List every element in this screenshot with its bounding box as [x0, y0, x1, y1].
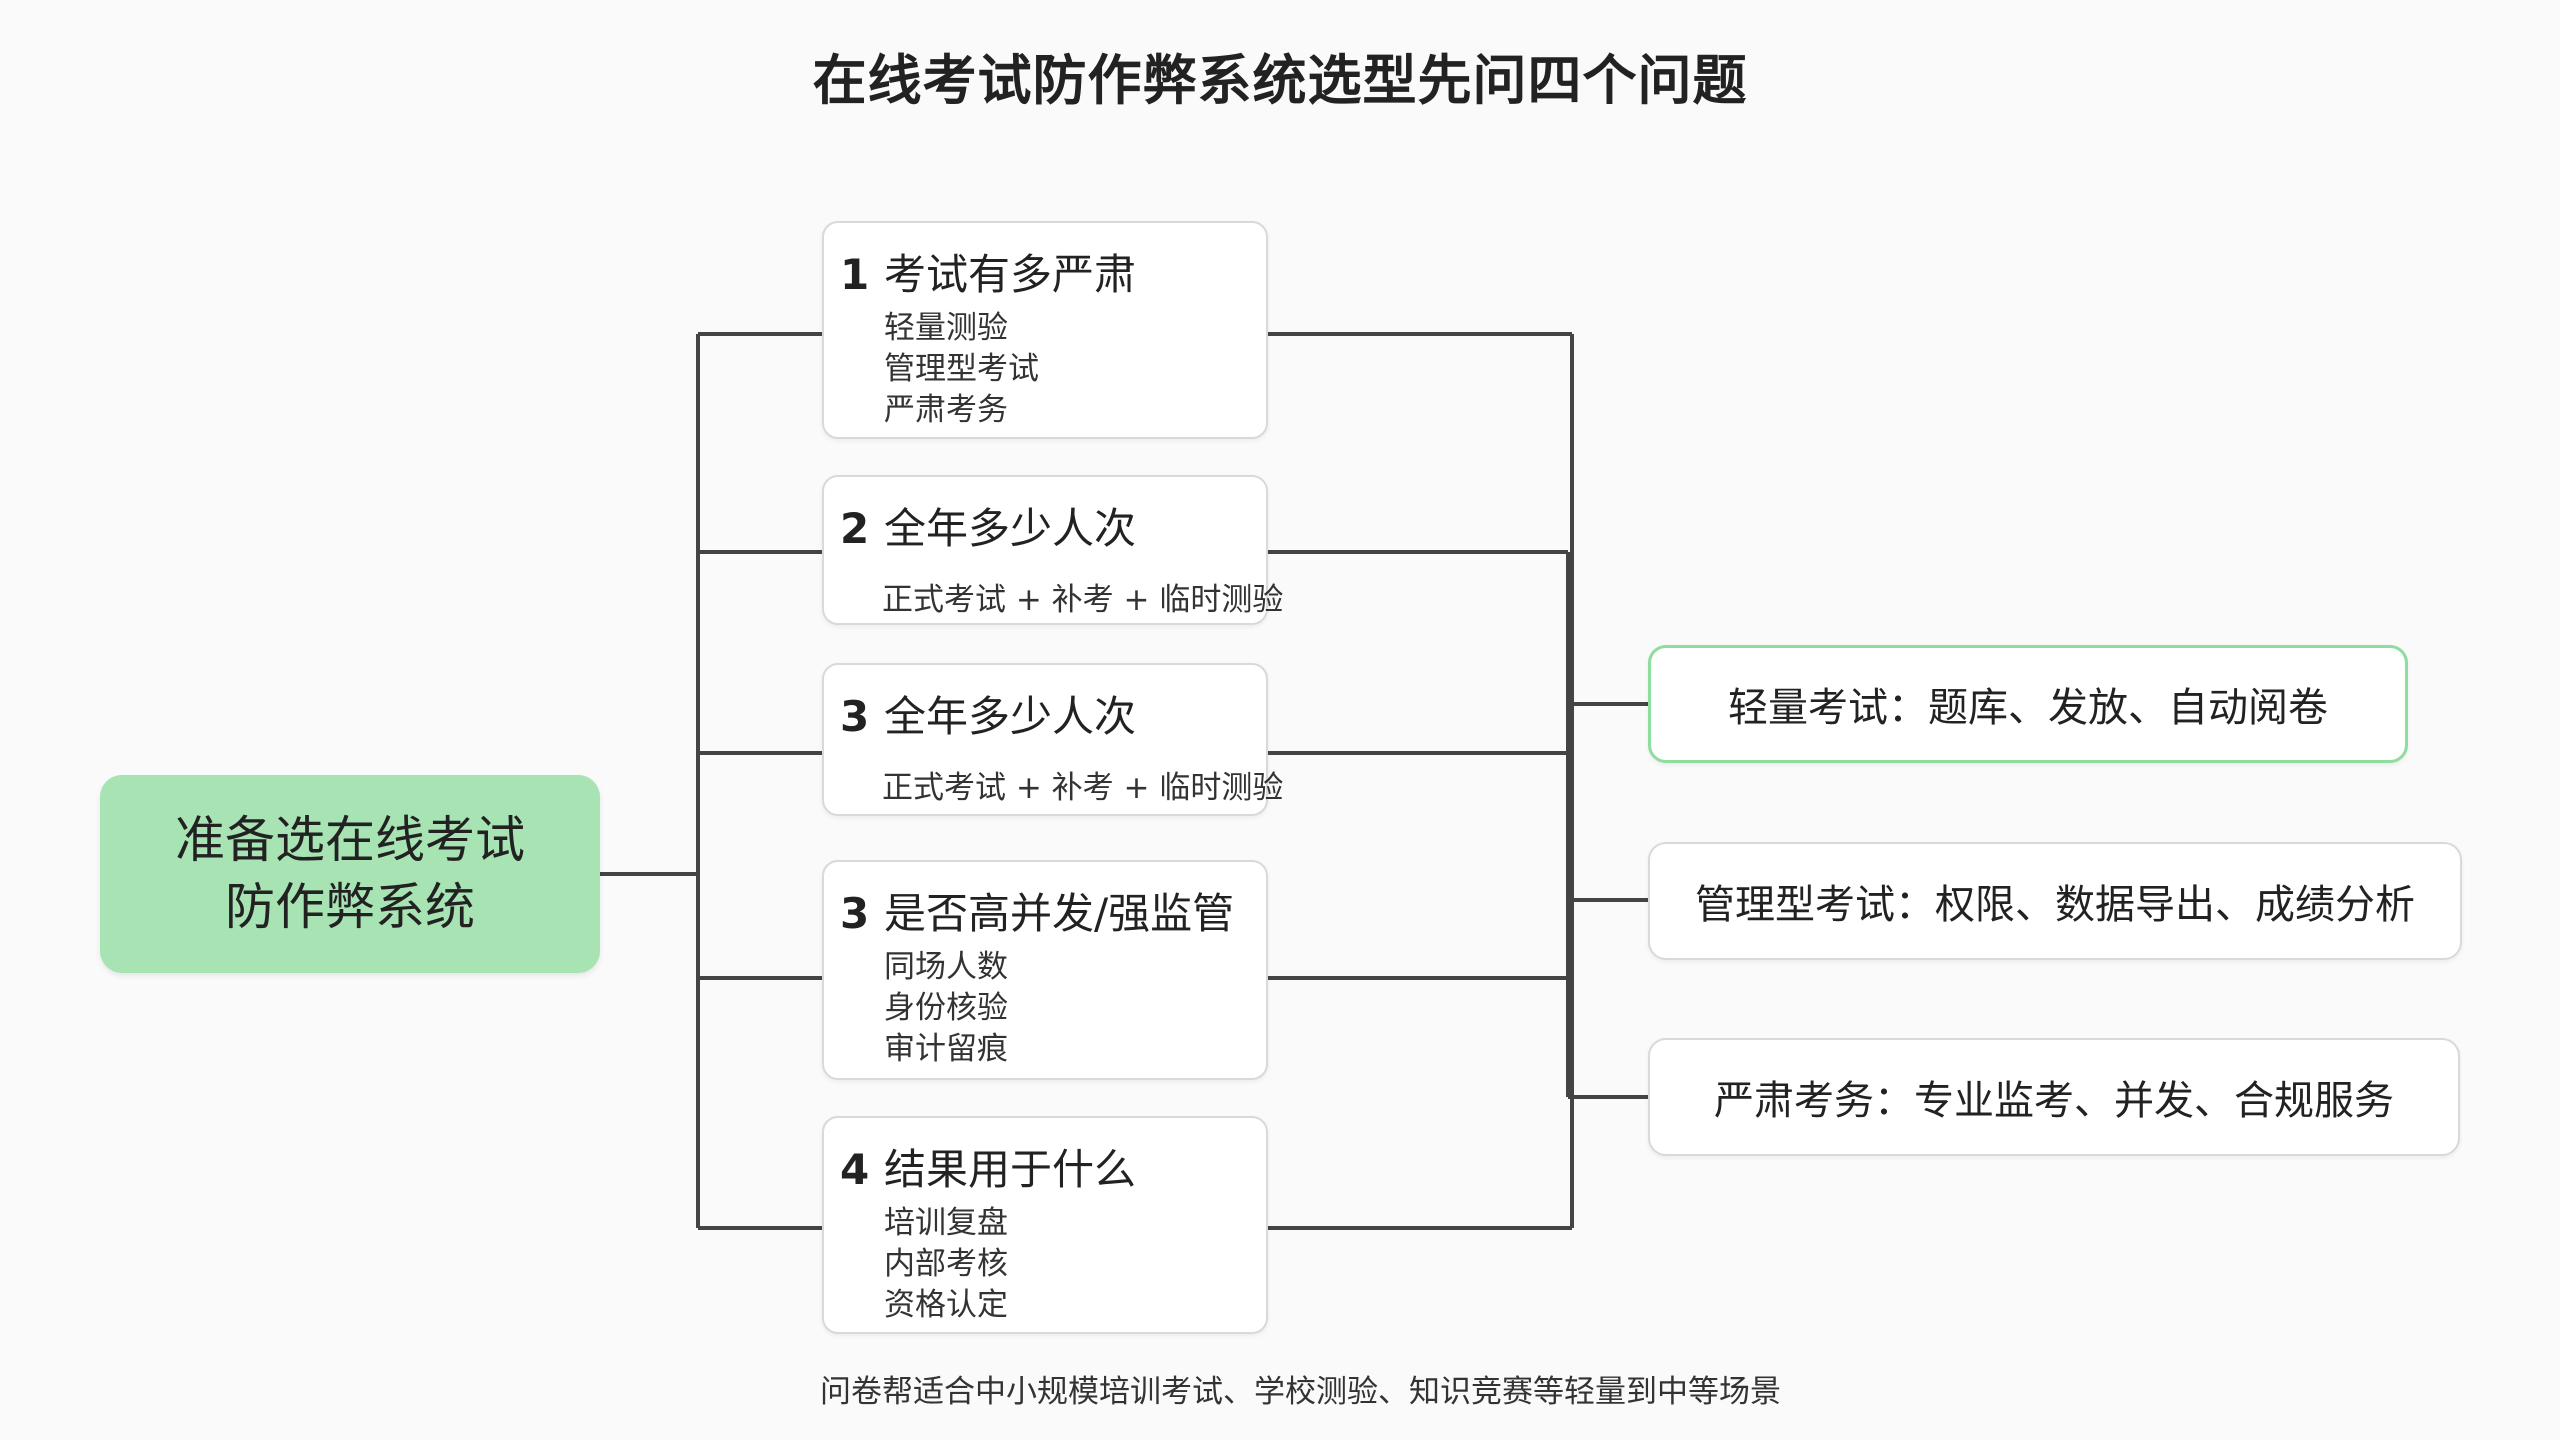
question-card-4: 3 是否高并发/强监管 同场人数 身份核验 审计留痕	[822, 860, 1268, 1080]
question-card-3: 3 全年多少人次 正式考试 + 补考 + 临时测验	[822, 663, 1284, 816]
question-subtitle: 正式考试 + 补考 + 临时测验	[882, 582, 1284, 618]
question-item: 轻量测验	[884, 310, 1008, 346]
question-item: 严肃考务	[884, 392, 1008, 428]
root-node: 准备选在线考试 防作弊系统	[100, 775, 600, 973]
question-number: 1	[840, 250, 870, 299]
question-items: 轻量测验 管理型考试 严肃考务	[884, 308, 1250, 431]
diagram-title: 在线考试防作弊系统选型先问四个问题	[812, 49, 1748, 112]
question-number: 3	[840, 692, 870, 741]
question-title: 考试有多严肃	[884, 250, 1137, 299]
question-subtitle: 正式考试 + 补考 + 临时测验	[882, 770, 1284, 806]
question-item: 管理型考试	[884, 351, 1039, 387]
root-node-line2: 防作弊系统	[225, 878, 475, 936]
question-number: 2	[840, 504, 870, 553]
question-title: 全年多少人次	[884, 504, 1137, 553]
question-items: 培训复盘 内部考核 资格认定	[884, 1203, 1250, 1326]
recommendation-serious-exam: 严肃考务：专业监考、并发、合规服务	[1648, 1038, 2460, 1156]
question-number: 4	[840, 1145, 870, 1194]
question-item: 审计留痕	[884, 1031, 1008, 1067]
question-title: 结果用于什么	[884, 1145, 1137, 1194]
question-item: 资格认定	[884, 1287, 1008, 1323]
question-number: 3	[840, 889, 870, 938]
question-item: 同场人数	[884, 949, 1008, 985]
question-card-5: 4 结果用于什么 培训复盘 内部考核 资格认定	[822, 1116, 1268, 1334]
question-items: 同场人数 身份核验 审计留痕	[884, 947, 1250, 1070]
question-card-2: 2 全年多少人次 正式考试 + 补考 + 临时测验	[822, 475, 1284, 625]
question-item: 身份核验	[884, 990, 1008, 1026]
root-node-line1: 准备选在线考试	[175, 810, 525, 869]
question-item: 内部考核	[884, 1246, 1008, 1282]
question-title: 是否高并发/强监管	[884, 889, 1235, 938]
recommendation-managed-exam: 管理型考试：权限、数据导出、成绩分析	[1648, 842, 2462, 960]
question-title: 全年多少人次	[884, 692, 1137, 741]
question-card-1: 1 考试有多严肃 轻量测验 管理型考试 严肃考务	[822, 221, 1268, 439]
question-item: 培训复盘	[884, 1205, 1008, 1241]
recommendation-light-exam: 轻量考试：题库、发放、自动阅卷	[1648, 645, 2408, 763]
footer-note: 问卷帮适合中小规模培训考试、学校测验、知识竞赛等轻量到中等场景	[820, 1374, 1781, 1410]
